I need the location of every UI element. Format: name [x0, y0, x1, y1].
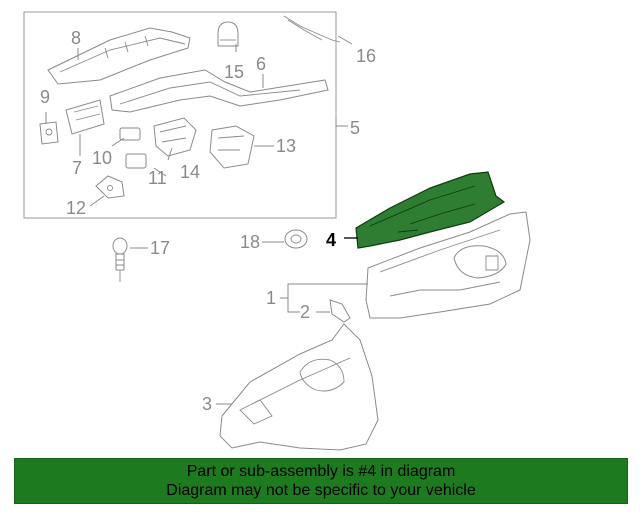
callout-15[interactable]: 15	[224, 62, 244, 82]
callout-18[interactable]: 18	[240, 232, 260, 252]
callout-5[interactable]: 5	[350, 118, 360, 138]
callout-11[interactable]: 11	[148, 168, 167, 188]
callout-12[interactable]: 12	[66, 198, 86, 218]
part-2-clip[interactable]	[329, 299, 351, 323]
callout-10[interactable]: 10	[92, 148, 112, 168]
callout-7[interactable]: 7	[72, 158, 82, 178]
part-15-fitting[interactable]	[217, 21, 239, 47]
part-3-wheelhouse[interactable]	[219, 323, 379, 451]
banner-line-1: Part or sub-assembly is #4 in diagram	[186, 463, 456, 480]
part-9-bracket[interactable]	[39, 121, 59, 145]
callout-3[interactable]: 3	[202, 394, 212, 414]
callout-16[interactable]: 16	[356, 46, 376, 66]
callout-8[interactable]: 8	[71, 28, 81, 48]
callout-1[interactable]: 1	[266, 288, 276, 308]
callout-13[interactable]: 13	[276, 136, 296, 156]
part-7-reinforcement[interactable]	[65, 99, 105, 135]
part-6-lower-rail[interactable]	[109, 69, 329, 113]
part-1-inner-fender[interactable]	[365, 211, 531, 319]
subassembly-box	[23, 11, 337, 219]
callout-2[interactable]: 2	[300, 302, 310, 322]
callout-17[interactable]: 17	[150, 238, 170, 258]
part-4-shape	[355, 171, 506, 249]
callout-9[interactable]: 9	[40, 87, 50, 107]
part-11-pad[interactable]	[125, 153, 147, 169]
callout-14[interactable]: 14	[180, 162, 200, 182]
banner-line-2: Diagram may not be specific to your vehi…	[166, 482, 476, 499]
part-17-grommet[interactable]	[112, 237, 128, 282]
part-8-upper-rail[interactable]	[47, 27, 191, 85]
part-12-bracket[interactable]	[95, 175, 125, 199]
part-10-clip[interactable]	[119, 127, 141, 141]
leader-lines	[45, 35, 368, 405]
callouts: 8 15 6 16 5 9 7 10 11 14 13 12 17 18 4 1…	[40, 28, 376, 414]
part-4-highlighted[interactable]	[355, 171, 506, 249]
callout-6[interactable]: 6	[256, 54, 266, 74]
part-13-bracket[interactable]	[209, 125, 255, 169]
info-banner: Part or sub-assembly is #4 in diagram Di…	[14, 458, 628, 504]
part-14-brace[interactable]	[153, 117, 197, 157]
part-4-detail	[369, 185, 476, 233]
part-18-plug[interactable]	[284, 229, 308, 249]
part-16-wire[interactable]	[283, 15, 341, 43]
callout-4[interactable]: 4	[326, 230, 336, 250]
